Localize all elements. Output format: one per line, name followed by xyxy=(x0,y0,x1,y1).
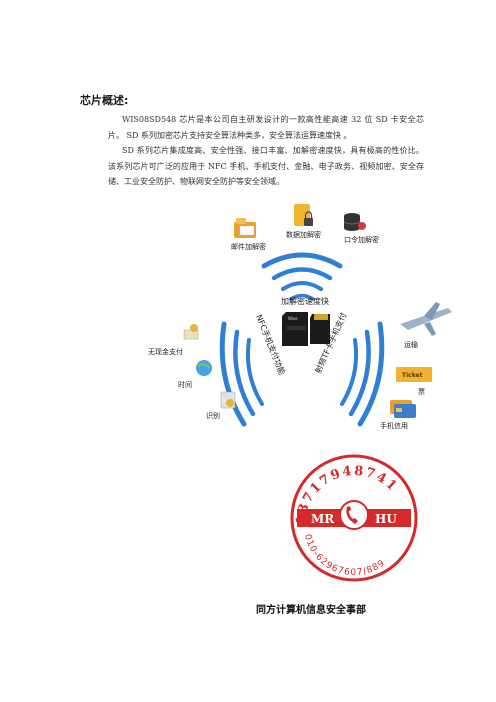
stamp-office-phone: 010-62967607/889 xyxy=(302,533,387,578)
credit-card-icon xyxy=(390,400,416,418)
section-title: 芯片概述: xyxy=(80,94,129,107)
tf-card-icon xyxy=(310,314,330,344)
mail-folder-icon xyxy=(234,218,256,238)
stamp-right-name: HU xyxy=(375,512,397,526)
speed-label: 加解密速度快 xyxy=(281,296,329,306)
time-label: 时间 xyxy=(178,380,192,389)
top-signal-arcs xyxy=(261,252,343,301)
svg-text:Wise: Wise xyxy=(288,316,298,321)
stamp-ring xyxy=(290,454,418,582)
mail-encryption-label: 邮件加解密 xyxy=(231,242,266,251)
ticket-label: 票 xyxy=(418,388,425,396)
clock-globe-icon xyxy=(196,360,212,376)
svg-text:Ticket: Ticket xyxy=(402,372,423,379)
features-paragraph: SD 系列芯片集成度高、安全性强、接口丰富、加解密速度快，具有极高的性价比。该系… xyxy=(108,146,424,186)
application-diagram: 邮件加解密 数据加解密 口令加解密 加解密速度快 Wise NFC手机支付功能 … xyxy=(148,204,452,430)
identification-label: 识别 xyxy=(206,411,220,420)
transport-label: 运输 xyxy=(404,340,418,349)
left-signal-arcs xyxy=(219,321,264,427)
sd-card-icon: Wise xyxy=(282,312,308,346)
cash-icon xyxy=(183,324,199,340)
footer-department: 同方计算机信息安全事部 xyxy=(256,605,366,616)
id-badge-icon xyxy=(220,391,236,409)
mobile-credit-label: 手机信用 xyxy=(380,421,408,430)
airplane-icon xyxy=(400,302,452,336)
right-signal-arcs xyxy=(340,321,385,427)
phone-icon xyxy=(339,500,369,530)
intro-paragraph: WIS08SD548 芯片是本公司自主研发设计的一款高性能高速 32 位 SD … xyxy=(108,115,424,140)
contact-stamp: 13717948741 MR HU 010-62967607/889 xyxy=(290,454,418,582)
data-lock-icon xyxy=(294,204,313,226)
ticket-icon: Ticket xyxy=(396,367,432,382)
database-icon xyxy=(343,213,366,231)
password-encryption-label: 口令加解密 xyxy=(344,235,379,244)
data-encryption-label: 数据加解密 xyxy=(286,230,321,239)
cashless-label: 无现金支付 xyxy=(148,347,183,356)
stamp-left-name: MR xyxy=(311,512,335,526)
